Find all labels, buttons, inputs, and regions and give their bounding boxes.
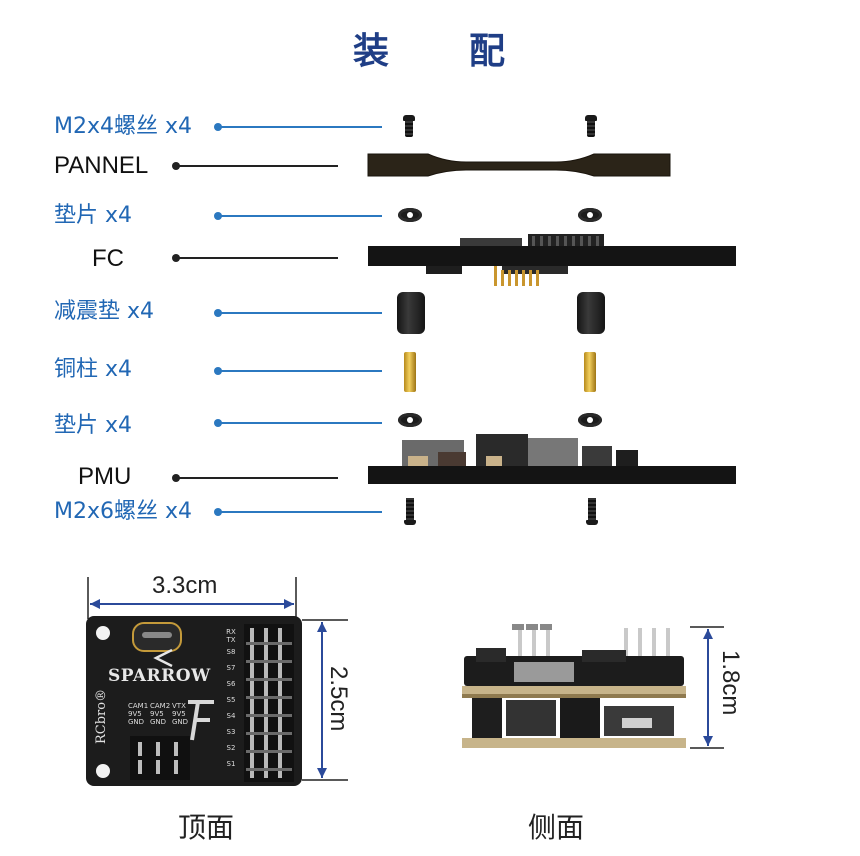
pad-label: GND	[128, 718, 145, 726]
standoff-icon	[584, 352, 596, 392]
dimension-height-arrow	[302, 619, 348, 781]
screw-icon	[585, 115, 597, 137]
leader-line	[220, 312, 382, 314]
title-right: 配	[469, 31, 508, 72]
leader-dot	[214, 508, 222, 516]
screw-icon	[403, 115, 415, 137]
label-fc: FC	[92, 245, 124, 272]
dimension-width-arrow	[87, 577, 297, 619]
label-washers-top: 垫片 x4	[54, 203, 133, 228]
screw-icon	[586, 498, 598, 526]
pad-label: GND	[150, 718, 167, 726]
fc-board	[368, 234, 736, 286]
leader-dot	[214, 212, 222, 220]
pad-label: 9V5	[172, 710, 186, 718]
title-left: 装	[352, 31, 391, 72]
dimension-side-height-arrow	[690, 626, 724, 749]
leader-dot	[172, 474, 180, 482]
pin-label: RX	[226, 628, 236, 636]
pad-label: VTX	[172, 702, 186, 710]
board-name: SPARROW	[108, 666, 211, 686]
leader-line	[178, 165, 338, 167]
pin-label: S5	[226, 696, 236, 704]
leader-line	[220, 215, 382, 217]
logo-mark	[188, 700, 214, 741]
pin-label: S4	[226, 712, 236, 720]
mount-hole	[96, 626, 110, 640]
screw-icon	[404, 498, 416, 526]
pannel-plate	[367, 153, 671, 177]
label-pannel: PANNEL	[54, 152, 149, 179]
side-view-board	[462, 624, 686, 748]
pad-label-grid: CAM1 CAM2 VTX 9V5 9V5 9V5 GND GND GND	[128, 702, 198, 726]
washer-icon	[578, 413, 602, 427]
dimension-side-height: 1.8cm	[717, 650, 744, 716]
label-pmu: PMU	[78, 463, 132, 490]
label-side-view: 侧面	[528, 811, 585, 844]
leader-line	[178, 477, 338, 479]
pin-label: S7	[226, 664, 236, 672]
pad-label: 9V5	[128, 710, 142, 718]
washer-icon	[398, 208, 422, 222]
damper-icon	[397, 292, 425, 334]
leader-dot	[214, 309, 222, 317]
top-view-board: SPARROW CAM1 CAM2 VTX 9V5 9V5 9V5 GND GN…	[86, 616, 302, 786]
leader-line	[178, 257, 338, 259]
label-standoffs: 铜柱 x4	[54, 357, 133, 382]
page-title: 装配	[0, 22, 860, 74]
washer-icon	[398, 413, 422, 427]
leader-dot	[172, 254, 180, 262]
label-dampers: 减震垫 x4	[54, 299, 155, 324]
label-top-view: 顶面	[178, 811, 235, 844]
pin-label: S3	[226, 728, 236, 736]
pad-label: 9V5	[150, 710, 164, 718]
label-m2x6-screws: M2x6螺丝 x4	[54, 499, 193, 524]
pin-label: TX	[226, 636, 236, 644]
label-washers-bottom: 垫片 x4	[54, 413, 133, 438]
pin-header-side: RX TX S8 S7 S6 S5 S4 S3 S2 S1	[216, 624, 296, 782]
standoff-icon	[404, 352, 416, 392]
pin-header-bottom	[130, 736, 190, 780]
leader-line	[220, 126, 382, 128]
pin-label: S1	[226, 760, 236, 768]
leader-dot	[214, 123, 222, 131]
usb-port	[132, 622, 182, 652]
pad-label: CAM1	[128, 702, 149, 710]
pmu-board	[368, 434, 736, 484]
damper-icon	[577, 292, 605, 334]
mount-hole	[96, 764, 110, 778]
pad-label: GND	[172, 718, 189, 726]
leader-line	[220, 370, 382, 372]
side-label-column: RX TX S8 S7 S6 S5 S4 S3 S2 S1	[222, 628, 240, 768]
leader-line	[220, 511, 382, 513]
leader-dot	[214, 419, 222, 427]
washer-icon	[578, 208, 602, 222]
dimension-width: 3.3cm	[152, 572, 218, 599]
pin-label: S2	[226, 744, 236, 752]
label-m2x4-screws: M2x4螺丝 x4	[54, 114, 193, 139]
pad-label: CAM2	[150, 702, 171, 710]
leader-dot	[214, 367, 222, 375]
pin-label: S8	[226, 648, 236, 656]
leader-line	[220, 422, 382, 424]
pin-label: S6	[226, 680, 236, 688]
arrow-icon	[153, 648, 173, 668]
leader-dot	[172, 162, 180, 170]
